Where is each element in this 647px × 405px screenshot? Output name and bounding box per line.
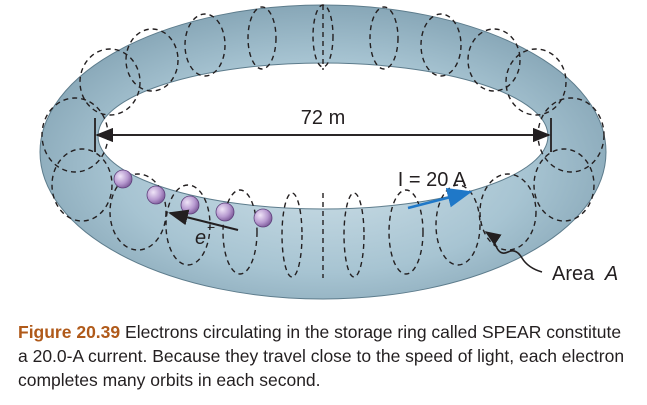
area-label: Area A xyxy=(552,263,618,285)
figure-caption: Figure 20.39 Electrons circulating in th… xyxy=(18,320,633,392)
electron-charge-sign: − xyxy=(207,219,215,235)
torus-ring xyxy=(39,4,607,300)
electron xyxy=(146,185,166,205)
torus-diagram: 72 m I = 20 A e − Area A xyxy=(39,4,618,300)
current-label: I = 20 A xyxy=(398,169,467,191)
electrons xyxy=(113,169,273,228)
electron xyxy=(253,208,273,228)
electron-label: e xyxy=(195,227,206,249)
diameter-indicator xyxy=(94,118,552,152)
electron-velocity-arrow xyxy=(168,209,239,231)
current-arrow xyxy=(407,187,473,210)
area-label-symbol: A xyxy=(604,263,618,285)
cross-section-rings xyxy=(41,4,605,278)
electron xyxy=(215,202,235,222)
diameter-label: 72 m xyxy=(301,107,345,129)
area-pointer xyxy=(484,231,543,273)
caption-number: Figure 20.39 xyxy=(18,322,121,342)
electron xyxy=(180,195,200,215)
caption-text: Electrons circulating in the storage rin… xyxy=(18,322,625,390)
electron xyxy=(113,169,133,189)
area-label-word: Area xyxy=(552,263,595,285)
